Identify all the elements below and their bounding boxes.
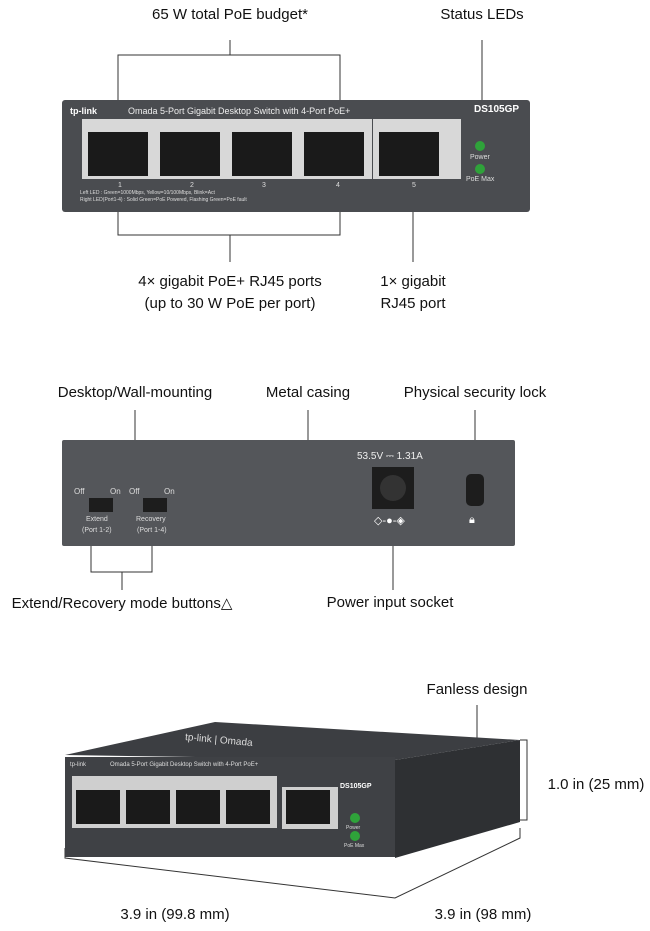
callout-fanless: Fanless design <box>426 681 528 698</box>
switch-off-label: Off <box>129 487 140 496</box>
port-number: 1 <box>118 182 122 189</box>
led-power-label: Power <box>470 154 490 161</box>
switch-on-label: On <box>164 487 175 496</box>
iso-led-poemax: PoE Max <box>344 843 365 849</box>
iso-model: DS105GP <box>340 783 372 790</box>
isometric-view <box>65 722 520 858</box>
rj45-port <box>76 790 120 824</box>
callout-port5: 1× gigabit <box>380 273 446 290</box>
extend-port-label: (Port 1-2) <box>82 527 112 534</box>
led-poemax-label: PoE Max <box>466 176 495 183</box>
polarity-icon: ◇-●-◈ <box>374 515 405 527</box>
iso-brand: tp-link <box>70 762 87 768</box>
product-name: Omada 5-Port Gigabit Desktop Switch with… <box>128 106 351 116</box>
port-number: 2 <box>190 182 194 189</box>
extend-label: Extend <box>86 516 108 523</box>
led-legend: Right LED(Port1-4) : Solid Green=PoE Pow… <box>80 197 247 203</box>
callout-mounting: Desktop/Wall-mounting <box>57 384 213 401</box>
dimension-depth: 3.9 in (98 mm) <box>434 906 532 923</box>
port-number: 5 <box>412 182 416 189</box>
port-number: 4 <box>336 182 340 189</box>
callout-poe-ports: 4× gigabit PoE+ RJ45 ports <box>138 273 322 290</box>
switch-on-label: On <box>110 487 121 496</box>
port-number: 3 <box>262 182 266 189</box>
callout-poe-budget: 65 W total PoE budget* <box>152 6 308 23</box>
recovery-port-label: (Port 1-4) <box>137 527 167 534</box>
rj45-port <box>176 790 220 824</box>
rj45-port <box>379 132 439 176</box>
switch-off-label: Off <box>74 487 85 496</box>
rj45-port <box>126 790 170 824</box>
rj45-port <box>286 790 330 824</box>
callout-lock: Physical security lock <box>403 384 547 401</box>
callout-power-socket: Power input socket <box>326 594 454 611</box>
dimension-height: 1.0 in (25 mm) <box>547 776 645 793</box>
callout-mode-buttons: Extend/Recovery mode buttons△ <box>11 595 233 612</box>
iso-led-power: Power <box>346 825 361 831</box>
model-label: DS105GP <box>474 104 520 115</box>
lock-icon: 🔒︎ <box>469 514 475 526</box>
callout-poe-ports-sub: (up to 30 W PoE per port) <box>144 295 316 312</box>
power-rating: 53.5V ⎓ 1.31A <box>357 451 423 462</box>
callout-port5-sub: RJ45 port <box>380 295 446 312</box>
rj45-port <box>304 132 364 176</box>
rj45-port <box>232 132 292 176</box>
rj45-port <box>160 132 220 176</box>
rj45-port <box>88 132 148 176</box>
brand-logo: tp-link <box>70 106 97 116</box>
iso-product-name: Omada 5-Port Gigabit Desktop Switch with… <box>110 762 259 768</box>
rj45-port <box>226 790 270 824</box>
callout-status-leds: Status LEDs <box>440 6 524 23</box>
recovery-label: Recovery <box>136 516 166 523</box>
led-legend: Left LED : Green=1000Mbps, Yellow=10/100… <box>80 190 215 196</box>
callout-casing: Metal casing <box>265 384 351 401</box>
back-panel <box>62 440 515 546</box>
front-panel <box>62 100 530 212</box>
dimension-width: 3.9 in (99.8 mm) <box>120 906 230 923</box>
